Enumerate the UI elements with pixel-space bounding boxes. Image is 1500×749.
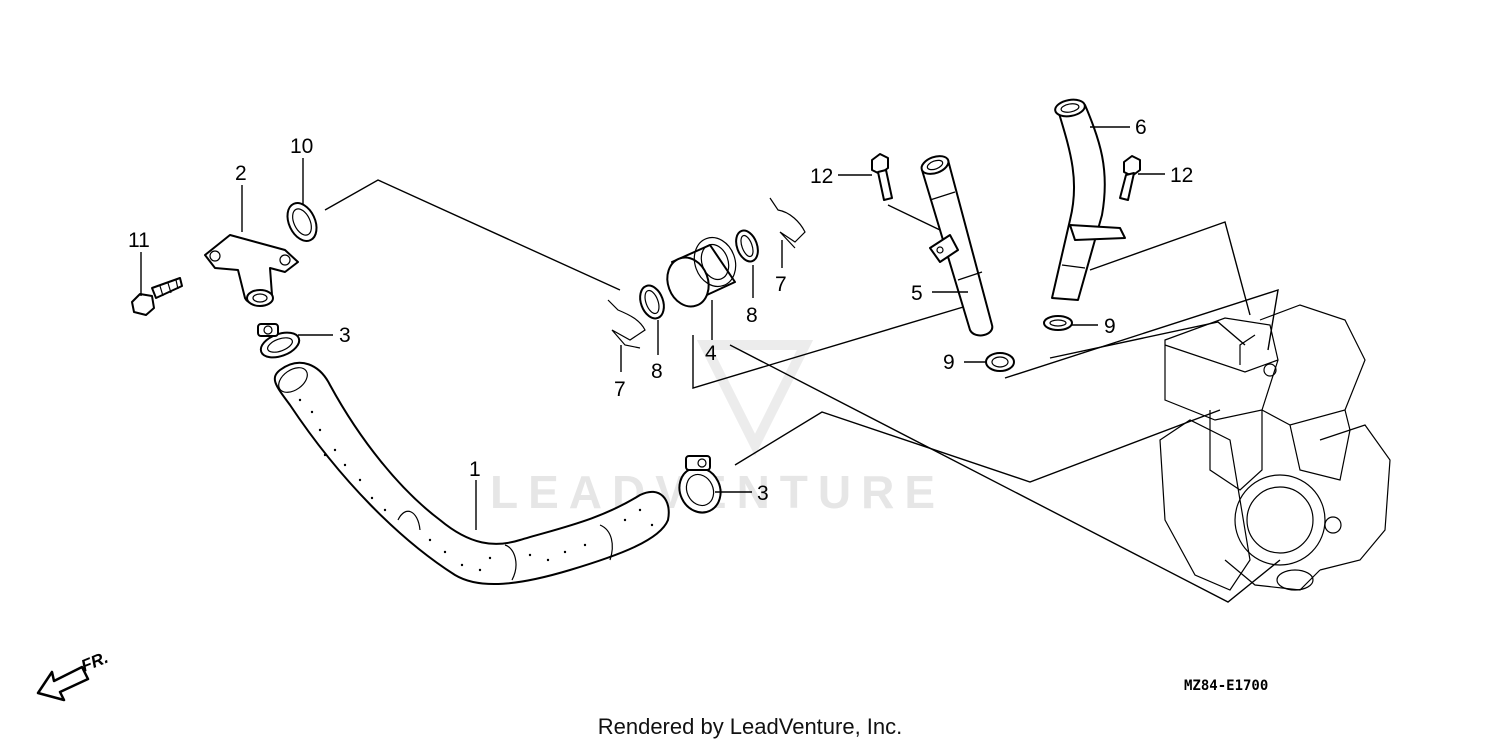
clip-7-left	[607, 299, 646, 349]
clip-7-right	[769, 197, 806, 249]
callout-8-right: 8	[746, 304, 758, 327]
front-direction-arrow: FR.	[36, 648, 111, 702]
callout-7-left: 7	[614, 378, 626, 401]
callout-10: 10	[290, 135, 313, 158]
callout-8-left: 8	[651, 360, 663, 383]
water-joint-elbow	[204, 234, 299, 307]
joint-collar-4	[666, 236, 737, 308]
engine-reference	[1159, 304, 1391, 591]
bolt-12-right	[1119, 155, 1141, 201]
o-ring-8-right	[735, 229, 759, 263]
callout-4: 4	[705, 342, 717, 365]
water-pipe-5	[920, 155, 994, 337]
callout-12-right: 12	[1170, 164, 1193, 187]
footer-credit: Rendered by LeadVenture, Inc.	[597, 714, 903, 739]
water-hose	[273, 361, 670, 586]
callout-3-lower: 3	[757, 482, 769, 505]
diagram-code: MZ84-E1700	[1184, 678, 1268, 694]
callout-3-upper: 3	[339, 324, 351, 347]
water-pipe-6	[1051, 98, 1126, 301]
callouts: 1 2 3 3 4 5 6 7 7 8 8 9 9 10 11 12 12	[128, 116, 1193, 530]
callout-11: 11	[128, 229, 150, 252]
callout-9-lower: 9	[943, 351, 955, 374]
callout-2: 2	[235, 162, 247, 185]
o-ring-10	[286, 202, 318, 242]
hose-clamp-lower	[678, 455, 722, 514]
direction-label: FR.	[78, 648, 111, 676]
o-ring-9-upper	[1043, 315, 1073, 331]
callout-5: 5	[911, 282, 923, 305]
callout-9-upper: 9	[1104, 315, 1116, 338]
hose-clamp-upper	[257, 323, 301, 359]
flange-bolt-11	[131, 277, 183, 316]
o-ring-8-left	[639, 284, 665, 320]
o-ring-9-lower	[985, 352, 1015, 372]
callout-12-left: 12	[810, 165, 833, 188]
bolt-12-left	[871, 153, 893, 201]
callout-6: 6	[1135, 116, 1147, 139]
callout-1: 1	[469, 458, 481, 481]
callout-7-right: 7	[775, 273, 787, 296]
